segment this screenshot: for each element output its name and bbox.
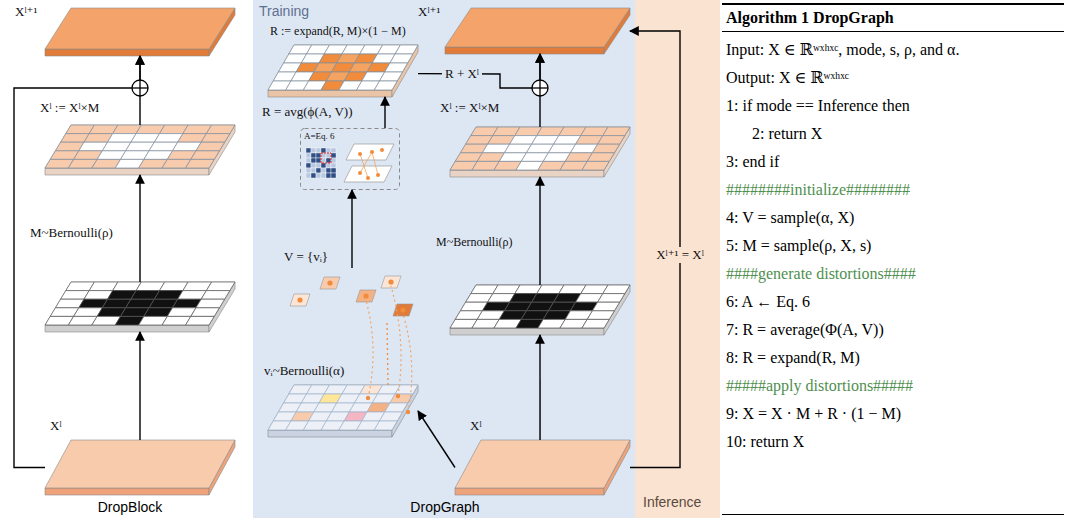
edge-label: R + Xˡ [442,66,482,82]
edge-label: Xˡ⁺¹ = Xˡ [653,247,707,263]
node-label: A=Eq. 6 [304,130,335,142]
algorithm-line: 5: M = sample(ρ, X, s) [726,236,1060,256]
input-feature-map: Xˡ [455,440,630,495]
masked-feature-map: Xˡ := Xˡ×M [45,125,235,175]
node-label: Xˡ⁺¹ [15,4,37,20]
sampling-strand [403,314,412,414]
flow-arrow [139,332,140,440]
algorithm-line: ########initialize######## [726,180,1060,200]
graph-planes [344,144,394,182]
subfigure-caption: DropGraph [410,499,479,515]
node-label: Xˡ [470,418,482,434]
sum-symbol [132,80,148,96]
algorithm-line: 4: V = sample(α, X) [726,208,1060,228]
flow-arrow [351,190,352,268]
output-feature-map-drawing [45,8,235,56]
algorithm-line: ####generate distortions#### [726,264,1060,284]
dashed-frame [301,129,400,190]
node-label: R := expand(R, M)×(1 − M) [270,24,406,39]
node-label: Xˡ := Xˡ×M [40,100,99,116]
algorithm-line: #####apply distortions##### [726,376,1060,396]
sampled-vertices-drawing [282,268,422,323]
feature-slab [455,440,630,495]
masked-feature-map-drawing [45,125,235,175]
adjacency-matrix [306,148,336,178]
block-mask-drawing [450,285,630,335]
block-mask: M~Bernoulli(ρ) [45,282,235,332]
vertex-sampling-map-drawing [268,385,418,437]
node-label: Xˡ := Xˡ×M [440,100,499,116]
feature-slab [268,45,418,97]
algorithm-line: 2: return X [726,124,1060,144]
feature-slab [45,282,235,332]
feature-slab [450,285,630,335]
vertex-patch [356,290,376,302]
node-label: R = avg(ϕ(A, V)) [262,104,352,120]
distortion-map: R := expand(R, M)×(1 − M) [268,45,418,97]
algorithm-line: Input: X ∈ ℝʷˣʰˣᶜ, mode, s, ρ, and α. [726,40,1060,60]
algorithm-line: 9: X = X · M + R · (1 − M) [726,404,1060,424]
sampling-link [387,323,388,385]
vertex-patch [320,277,340,289]
algorithm-line: 6: A ← Eq. 6 [726,292,1060,312]
algorithm-line: 7: R = average(Φ(A, V)) [726,320,1060,340]
output-feature-map-drawing [445,8,630,54]
algorithm-line: 3: end if [726,152,1060,172]
node-label: Training [259,3,309,19]
graph-aggregation-box: R = avg(ϕ(A, V))A=Eq. 6 [300,128,400,190]
output-feature-map: Xˡ⁺¹ [45,8,235,56]
algorithm-box: Algorithm 1 DropGraphInput: X ∈ ℝʷˣʰˣᶜ, … [722,3,1064,515]
node-label: Xˡ⁺¹ [418,4,440,20]
flow-arrow [418,411,455,468]
vertex-patch [290,294,310,306]
algorithm-line: 1: if mode == Inference then [726,96,1060,116]
sampling-strand [391,286,401,398]
flow-arrow [539,335,540,440]
algorithm-line: 8: R = expand(R, M) [726,348,1060,368]
feature-slab [445,8,630,54]
block-mask-drawing [45,282,235,332]
flow-arrow [139,175,140,282]
node-label: M~Bernoulli(ρ) [436,235,512,250]
output-feature-map: Xˡ⁺¹ [445,8,630,54]
input-feature-map-drawing [455,440,630,495]
masked-feature-map-drawing [450,127,630,177]
feature-slab [45,8,235,56]
flow-arrow [539,177,540,285]
masked-feature-map: Xˡ := Xˡ×M [450,127,630,177]
feature-slab [45,125,235,175]
node-label: M~Bernoulli(ρ) [30,225,113,241]
flow-arrow [418,54,540,88]
sampling-strand [366,300,373,400]
vertex-sampling-map: vᵢ~Bernoulli(α) [268,385,418,437]
block-mask: M~Bernoulli(ρ) [450,285,630,335]
sum-symbol [532,80,548,96]
sampled-vertices: V = {vᵢ} [282,268,422,323]
input-feature-map-drawing [45,440,235,495]
input-feature-map: Xˡ [45,440,235,495]
node-label: vᵢ~Bernoulli(α) [264,363,344,379]
feature-slab [450,127,630,177]
subfigure-caption: DropBlock [98,499,163,515]
node-label: Inference [643,494,701,510]
feature-slab [268,385,418,437]
node-label: V = {vᵢ} [284,249,328,265]
feature-slab [45,440,235,495]
algorithm-title: Algorithm 1 DropGraph [722,8,1064,32]
distortion-map-drawing [268,45,418,97]
flow-arrow [384,97,385,128]
algorithm-line: 10: return X [726,432,1060,452]
algorithm-line: Output: X ∈ ℝʷˣʰˣᶜ [726,68,1060,88]
flow-arrow [14,56,140,468]
node-label: Xˡ [50,418,62,434]
